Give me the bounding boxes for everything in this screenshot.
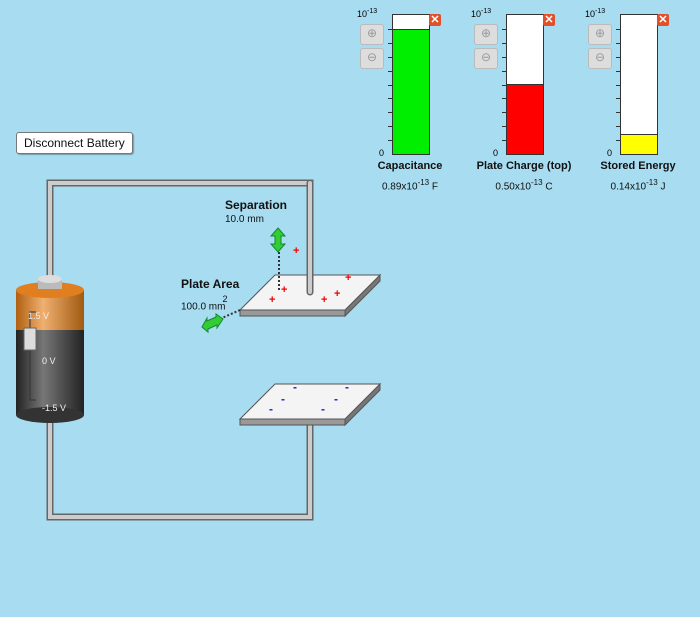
zoom-in-button[interactable]: ⊕ xyxy=(360,24,384,45)
meter-tick xyxy=(388,56,393,58)
zoom-out-button[interactable]: ⊖ xyxy=(360,48,384,69)
positive-charge: + xyxy=(269,294,276,306)
meter-tick xyxy=(502,126,507,128)
meter-value: 0.89x10-13 F xyxy=(381,178,439,193)
bottom-plate xyxy=(238,382,382,427)
meter-tick xyxy=(616,98,621,100)
meter-capacitance: 10-13 ⊕ ⊖ 0 ✕ Capacitance 0.89x10-13 F xyxy=(355,8,465,198)
meter-bar xyxy=(388,14,430,155)
meter-fill xyxy=(621,133,657,154)
meter-tick xyxy=(388,42,393,44)
negative-charge: - xyxy=(269,402,273,416)
battery xyxy=(16,275,84,423)
close-meter-button[interactable]: ✕ xyxy=(429,14,441,26)
meter-tick xyxy=(616,56,621,58)
meter-tick xyxy=(388,28,393,30)
meter-value: 0.50x10-13 C xyxy=(495,178,553,193)
meter-fill xyxy=(507,83,543,154)
meter-bar xyxy=(502,14,544,155)
battery-label-mid: 0 V xyxy=(42,356,56,366)
positive-charge: + xyxy=(321,294,328,306)
meter-zero: 0 xyxy=(493,148,499,158)
separation-label: Separation xyxy=(225,198,288,212)
meter-tick xyxy=(502,70,507,72)
zoom-out-button[interactable]: ⊖ xyxy=(588,48,612,69)
plate-area-arrow-icon[interactable] xyxy=(201,313,224,334)
meter-tick xyxy=(616,70,621,72)
meter-tick xyxy=(502,56,507,58)
negative-charge: - xyxy=(345,380,349,394)
disconnect-battery-button[interactable]: Disconnect Battery xyxy=(16,132,133,154)
battery-label-bottom: -1.5 V xyxy=(42,403,67,413)
zoom-out-button[interactable]: ⊖ xyxy=(474,48,498,69)
negative-charge: - xyxy=(281,392,285,406)
meter-tick xyxy=(502,112,507,114)
close-meter-button[interactable]: ✕ xyxy=(657,14,669,26)
zoom-in-button[interactable]: ⊕ xyxy=(474,24,498,45)
zoom-in-button[interactable]: ⊕ xyxy=(588,24,612,45)
negative-charge: - xyxy=(321,402,325,416)
meter-tick xyxy=(616,84,621,86)
wire-bottom xyxy=(46,420,314,521)
meter-zero: 0 xyxy=(607,148,613,158)
meter-stored-energy: 10-13 ⊕ ⊖ 0 ✕ Stored Energy 0.14x10-13 J xyxy=(583,8,693,198)
meter-value: 0.14x10-13 J xyxy=(610,178,666,193)
meter-tick xyxy=(616,126,621,128)
meter-tick xyxy=(616,140,621,142)
meter-tick xyxy=(388,98,393,100)
meter-zero: 0 xyxy=(379,148,385,158)
meter-tick xyxy=(616,42,621,44)
positive-charge: + xyxy=(334,288,341,300)
meter-tick xyxy=(388,84,393,86)
meter-tick xyxy=(616,112,621,114)
plate-area-label: Plate Area xyxy=(181,277,240,291)
negative-charge: - xyxy=(334,392,338,406)
meter-bar xyxy=(616,14,658,155)
battery-label-top: 1.5 V xyxy=(28,311,50,321)
meter-scale: 10-13 xyxy=(471,8,492,19)
meter-label: Stored Energy xyxy=(600,160,676,172)
meter-label: Plate Charge (top) xyxy=(476,160,572,172)
meter-tick xyxy=(388,140,393,142)
meter-fill xyxy=(393,29,429,154)
meter-tick xyxy=(502,140,507,142)
close-meter-button[interactable]: ✕ xyxy=(543,14,555,26)
meter-scale: 10-13 xyxy=(585,8,606,19)
meter-plate-charge-top: 10-13 ⊕ ⊖ 0 ✕ Plate Charge (top) 0.50x10… xyxy=(469,8,579,198)
meter-tick xyxy=(388,126,393,128)
negative-charge: - xyxy=(293,380,297,394)
separation-value: 10.0 mm xyxy=(225,214,264,225)
voltage-slider-thumb[interactable] xyxy=(23,327,37,351)
meter-tick xyxy=(502,98,507,100)
meter-tick xyxy=(502,28,507,30)
meter-tick xyxy=(616,28,621,30)
plate-area-value: 100.0 mm2 xyxy=(181,294,228,313)
meter-scale: 10-13 xyxy=(357,8,378,19)
meter-tick xyxy=(502,42,507,44)
positive-charge: + xyxy=(293,245,300,257)
meter-tick xyxy=(388,70,393,72)
separation-arrow-icon[interactable] xyxy=(269,227,287,253)
area-guide xyxy=(221,309,241,319)
positive-charge: + xyxy=(281,284,288,296)
meter-label: Capacitance xyxy=(377,160,443,172)
meter-tick xyxy=(502,84,507,86)
positive-charge: + xyxy=(345,272,352,284)
meter-tick xyxy=(388,112,393,114)
